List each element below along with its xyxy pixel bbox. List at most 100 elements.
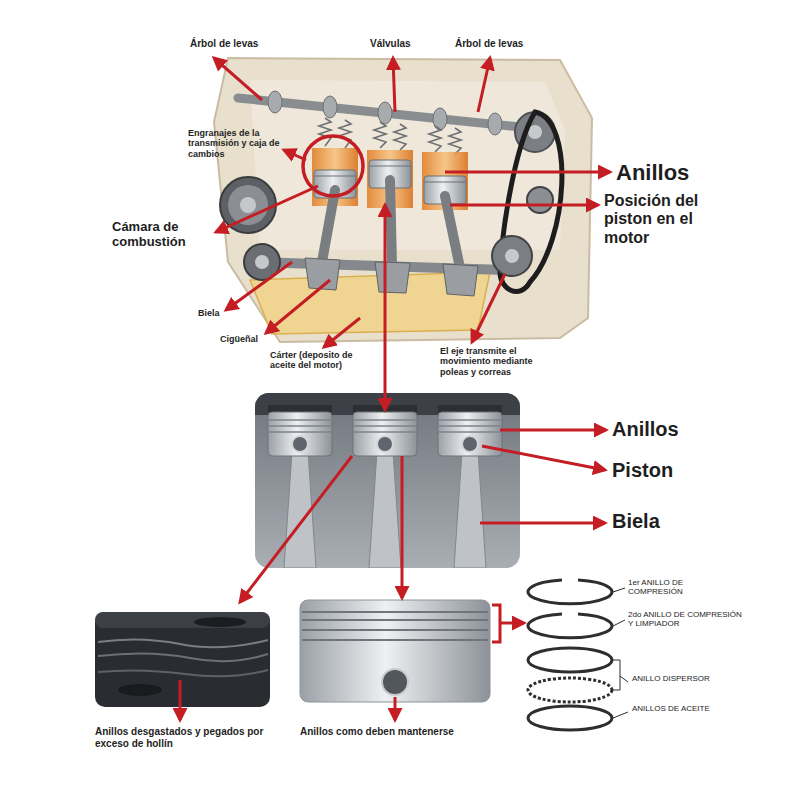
worn-piston-photo [98,670,268,676]
caption-label: Anillos como deben mantenerse [300,726,500,738]
part-label: Cámara de combustión [112,220,212,250]
callout-arrows [284,150,306,160]
clean-piston-photo [302,629,488,631]
callout-arrows [445,171,610,174]
worn-piston-photo [98,653,268,661]
pistons-photo [369,452,401,568]
callout-label: Biela [612,510,732,533]
ring-leader-lines [613,712,628,718]
part-label: Válvulas [370,38,440,50]
ring-label: 2do ANILLO DE COMPRESIÓN Y LIMPIADOR [628,610,748,628]
camshaft [238,91,555,152]
pistons-photo [353,425,417,427]
pistons-photo [255,393,520,568]
callout-arrows [393,58,395,112]
callout-label: Anillos [612,418,732,441]
crankshaft [255,258,505,296]
pistons-photo [268,431,332,433]
worn-piston-photo [194,617,246,627]
valve-springs [449,128,461,154]
piston-ring-set [528,614,612,638]
callout-label: Anillos [616,160,736,185]
pistons-photo [353,431,417,433]
part-label: Árbol de levas [190,38,280,50]
part-label: Biela [198,308,238,318]
camshaft [488,113,502,135]
part-label: El eje transmite el movimiento mediante … [440,346,550,377]
clean-piston-photo [302,619,488,621]
ring-leader-lines [620,676,628,682]
ring-leader-lines [613,620,625,626]
ring-label: ANILLO DISPERSOR [632,674,722,683]
pistons-photo [353,419,417,421]
connecting-rods [322,190,335,262]
callout-arrows [472,274,505,342]
callout-arrows [266,280,330,333]
pistons-photo [268,425,332,427]
piston-ring-set [528,678,612,702]
transmission-gears [220,177,280,280]
pistons [369,166,411,167]
callout-arrows [500,429,606,432]
callout-arrows [214,58,262,100]
callout-arrows [482,446,605,470]
engine-block [214,58,592,342]
transmission-gears [255,255,269,269]
pulleys-and-belt [492,236,532,276]
pistons-photo [438,431,502,433]
clean-piston-photo [302,639,488,641]
ring-label: ANILLOS DE ACEITE [632,704,722,713]
transmission-gears [240,197,256,213]
pistons-photo [462,436,478,452]
callout-label: Piston [612,459,732,482]
callout-arrows [480,522,605,525]
camshaft [268,91,282,113]
pistons [314,176,356,177]
callout-arrows [450,204,598,207]
pistons-photo [292,436,308,452]
pistons-photo [377,436,393,452]
ring-label: 1er ANILLO DE COMPRESIÓN [628,578,738,596]
piston-ring-set [528,706,612,730]
valve-springs [374,122,386,148]
clean-piston-photo [300,600,490,702]
connecting-rods [390,180,392,265]
callout-arrows [384,205,387,410]
crankshaft [375,262,410,293]
pulleys-and-belt [492,112,562,291]
callout-arrows [401,456,404,598]
callout-arrows [226,262,292,310]
caption-label: Anillos desgastados y pegados por exceso… [95,726,280,749]
pistons-photo [255,393,520,568]
ring-leader-lines [613,588,628,718]
worn-piston-photo [98,639,268,647]
ring-leader-lines [613,660,620,690]
valve-springs [339,120,351,148]
part-label: Engranajes de la transmisión y caja de c… [188,128,280,159]
pulleys-and-belt [527,187,553,213]
valve-springs [319,118,331,146]
worn-piston-photo [95,612,270,707]
crankshaft [443,264,478,296]
callout-arrows [240,456,352,602]
piston-ring-set [528,580,612,730]
pulleys-and-belt [505,249,519,263]
piston-ring-set [528,648,612,672]
callout-arrows [394,697,397,720]
piston-ring-set [528,580,612,604]
clean-piston-photo [300,600,490,702]
part-label: Cigüeñal [220,334,270,344]
pistons-photo [454,452,486,568]
pistons-photo [438,425,502,427]
callout-arrows [492,605,500,642]
callout-arrows [180,58,610,720]
callout-label: Posición del piston en el motor [604,192,729,247]
clean-piston-photo [302,611,488,613]
clean-piston-photo [382,669,408,695]
connecting-rods [445,196,460,268]
camshaft [378,102,392,124]
clean-piston-photo [302,612,488,640]
callout-arrows [216,186,318,232]
